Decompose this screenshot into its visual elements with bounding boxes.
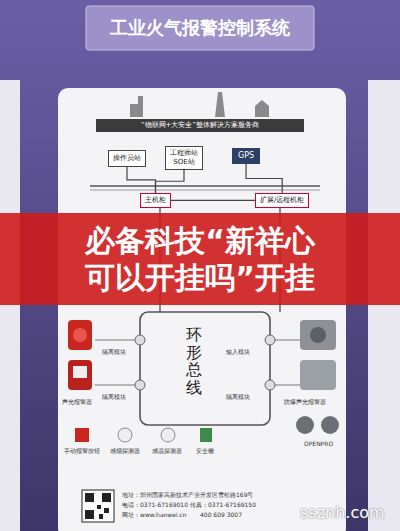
node-text: 扩展/远程机柜 (260, 196, 304, 205)
node-text: 环形总线 (186, 326, 202, 396)
contact-info: 传真：0371-67169150 (190, 501, 256, 508)
connector (127, 167, 156, 193)
node-text: SOE站 (170, 158, 198, 167)
device-label: 隔离模块 (102, 348, 126, 355)
station-box: 工程师站SOE站 (165, 146, 203, 170)
banner-strip: “物联网+大安全”整体解决方案服务商 (96, 119, 304, 132)
contact-info: 网址：www.hanwei.cn (122, 511, 187, 518)
node-text: 主机柜 (145, 196, 166, 205)
ring-bus-label: 环形总线 (186, 326, 202, 396)
device-label: 防爆声光报警器 (284, 398, 326, 405)
device-label: 感温探测器 (152, 447, 182, 454)
contact-info: 地址：郑州国家高新技术产业开发区雪松路169号 (122, 491, 253, 498)
device-label: 输入模块 (226, 348, 250, 355)
node-text: 必备科技“新祥心 可以开挂吗”开挂 (20, 222, 380, 297)
device-label: 隔离模块 (102, 393, 126, 400)
device-label: 隔离模块 (226, 393, 250, 400)
node-text: 工程师站 (170, 149, 198, 158)
cabinet-box: 扩展/远程机柜 (255, 193, 309, 208)
device-label: 声光报警器 (62, 398, 92, 405)
connector (156, 170, 185, 194)
contact-info: 电话：0371-67169010 (122, 501, 188, 508)
connector (171, 200, 255, 201)
node-text: GPS (238, 151, 254, 161)
node-text: 操作员站 (113, 154, 141, 163)
overlay-banner: 必备科技“新祥心 可以开挂吗”开挂 (0, 213, 400, 305)
watermark: ssznh.com (300, 503, 385, 522)
station-box: 操作员站 (108, 150, 146, 167)
node-text: “物联网+大安全”整体解决方案服务商 (100, 121, 300, 130)
device-label: 安全栅 (196, 447, 214, 454)
cabinet-box: 主机柜 (140, 193, 171, 208)
contact-info: 400 609 3007 (200, 511, 242, 518)
connector (246, 164, 282, 193)
gps-box: GPS (232, 148, 260, 164)
device-label: 感烟探测器 (110, 447, 140, 454)
device-label: OPENPRO (304, 440, 333, 447)
sign-title: 工业火气报警控制系统 (86, 6, 314, 50)
device-label: 手动报警按钮 (64, 447, 100, 454)
